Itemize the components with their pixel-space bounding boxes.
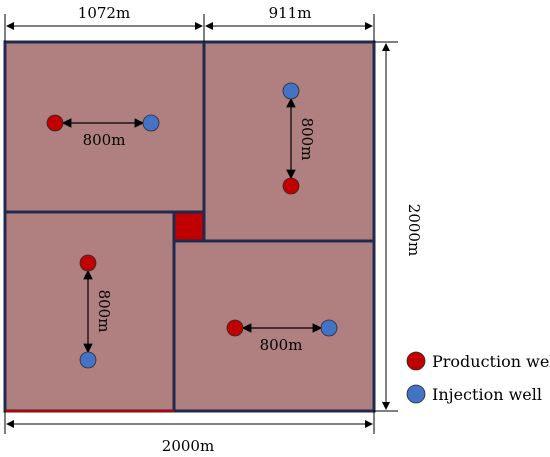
block-top-left (3, 40, 206, 214)
legend-injection-icon (406, 384, 426, 404)
legend-injection-label: Injection well (432, 385, 542, 404)
block-bottom-right (172, 239, 376, 413)
spacing-label-top-left: 800m (83, 131, 126, 149)
legend: Production well Injection well (406, 351, 550, 404)
block-bottom-left (3, 210, 176, 413)
spacing-label-bottom-left: 800m (95, 290, 113, 333)
production-well (282, 177, 300, 195)
legend-production-label: Production well (432, 352, 550, 371)
spacing-label-top-right: 800m (298, 118, 316, 161)
dim-label-top-left: 1072m (78, 4, 130, 22)
injection-well (142, 114, 160, 132)
legend-production-icon (406, 351, 426, 371)
dim-label-bottom: 2000m (162, 437, 214, 455)
spacing-label-bottom-right: 800m (260, 336, 303, 354)
production-well (46, 114, 64, 132)
production-well (79, 254, 97, 272)
center-square (172, 210, 206, 243)
block-top-right (202, 40, 376, 243)
dim-label-right: 2000m (405, 204, 423, 256)
injection-well (282, 82, 300, 100)
production-well (226, 319, 244, 337)
injection-well (79, 351, 97, 369)
injection-well (320, 319, 338, 337)
dim-label-top-right: 911m (269, 4, 312, 22)
